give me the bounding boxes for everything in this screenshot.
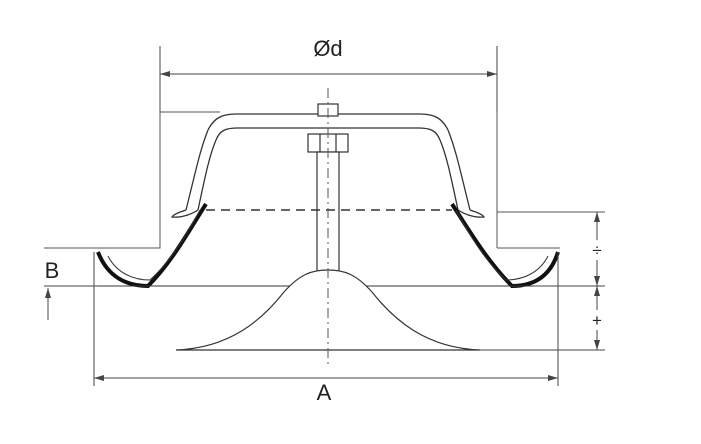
- adjust-lower-label: +: [592, 311, 602, 330]
- adjust-lower-label-bg: [589, 310, 605, 330]
- dimension-adjustment: [480, 212, 605, 351]
- cone-right-thick: [450, 202, 560, 289]
- base-height-label: B: [45, 258, 60, 283]
- adjust-arrow-mid-up: [594, 276, 600, 286]
- collar-left-outline: [44, 111, 220, 249]
- adjust-upper-label: ÷: [592, 241, 601, 260]
- duct-collar-outline: [44, 111, 605, 249]
- cone-left-inner: [107, 209, 201, 281]
- adjust-arrow-bottom: [594, 340, 600, 350]
- adjust-upper-label-bg: [589, 240, 605, 260]
- cap-left-lip: [170, 209, 199, 218]
- adjust-arrow-top: [594, 212, 600, 222]
- width-arrow-left: [94, 375, 104, 381]
- collar-right-outline: [496, 112, 605, 213]
- base-arrow: [45, 288, 51, 298]
- adjust-arrow-mid-down: [594, 286, 600, 296]
- dimension-diameter: [159, 46, 498, 112]
- dimension-overall-width: [93, 252, 559, 386]
- diameter-label: Ød: [313, 36, 342, 61]
- width-arrow-right: [548, 375, 558, 381]
- cone-left-thick: [96, 202, 208, 289]
- cap-right-lip: [457, 209, 486, 218]
- width-label: A: [317, 380, 332, 405]
- diameter-arrow-left: [160, 71, 170, 77]
- diameter-arrow-right: [487, 71, 497, 77]
- dimension-base-height: [44, 285, 98, 320]
- cone-right-inner: [455, 209, 549, 281]
